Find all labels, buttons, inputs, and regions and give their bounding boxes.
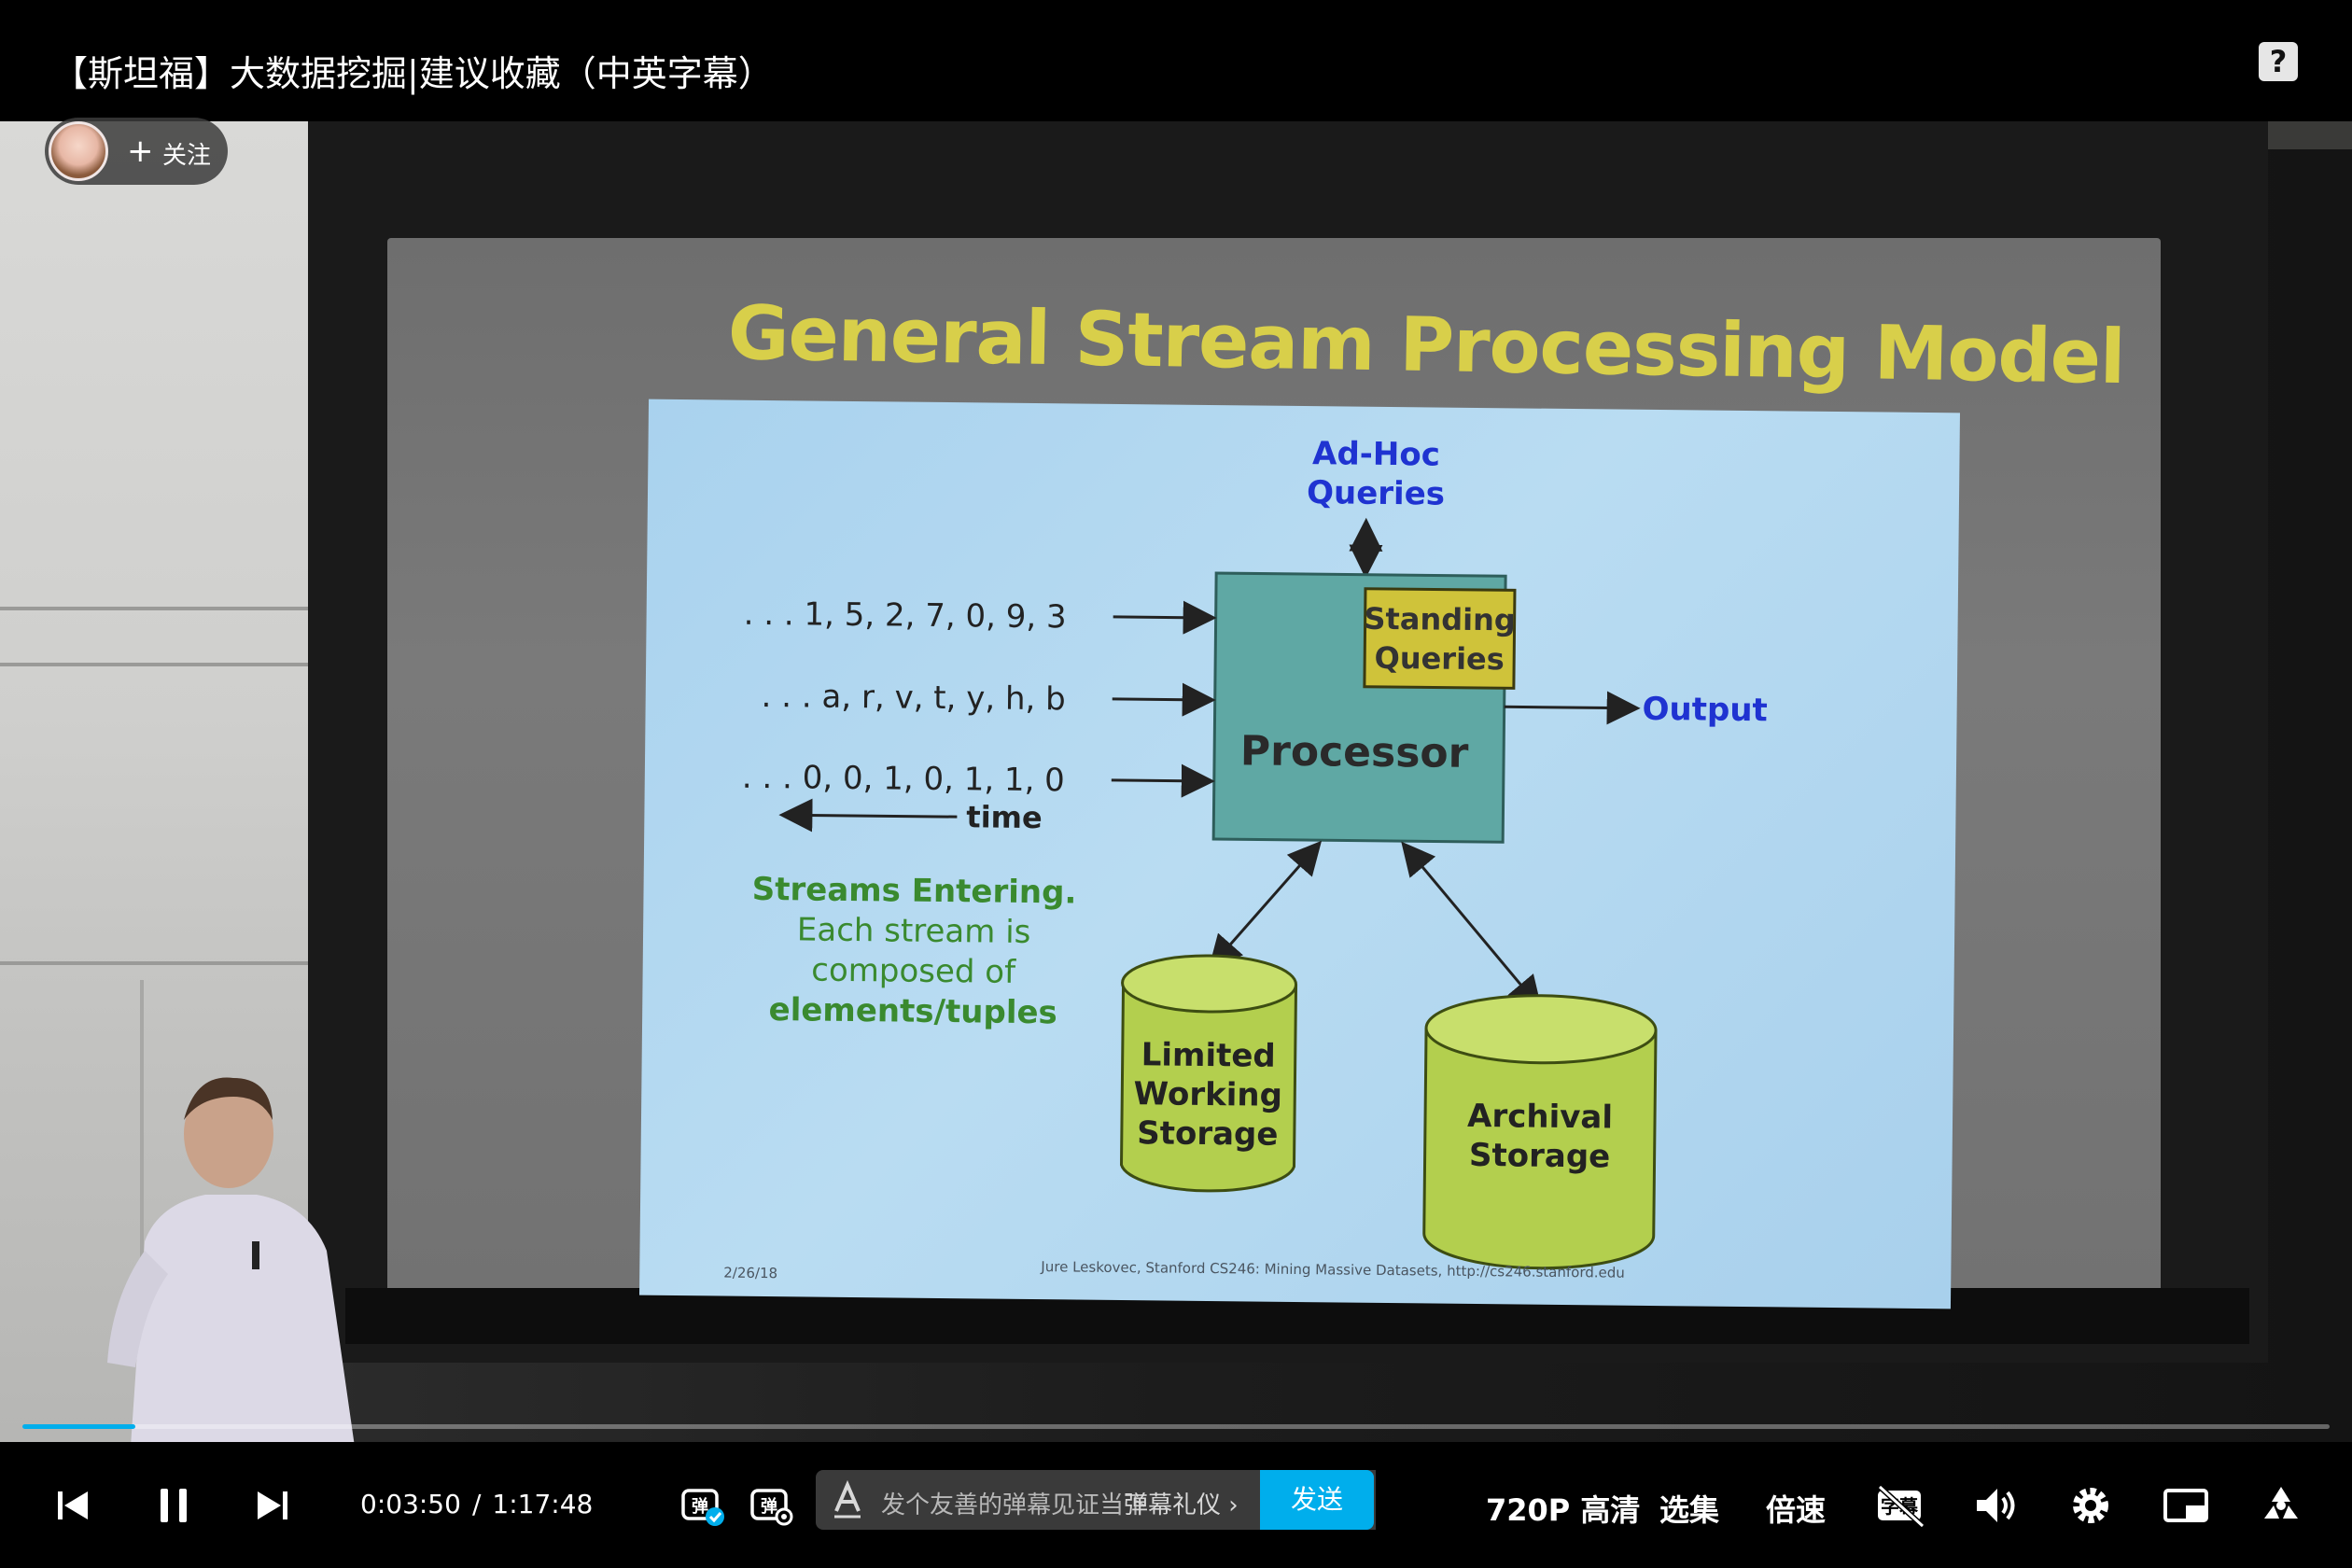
archival-storage-cylinder bbox=[1422, 994, 1658, 1270]
subtitle-off-icon[interactable]: 字幕 bbox=[1872, 1477, 1928, 1533]
wall-panel-divider bbox=[140, 980, 144, 1409]
stream-arrow-3 bbox=[1111, 763, 1215, 798]
time-separator: / bbox=[471, 1489, 482, 1519]
output-label: Output bbox=[1642, 691, 1768, 729]
danmaku-etiquette-link[interactable]: 弹幕礼仪 › bbox=[1124, 1491, 1239, 1519]
total-time: 1:17:48 bbox=[492, 1489, 594, 1519]
video-title: 【斯坦福】大数据挖掘|建议收藏（中英字幕） bbox=[52, 53, 774, 94]
streams-entering-4: elements/tuples bbox=[768, 991, 1057, 1031]
adhoc-arrow bbox=[1349, 517, 1383, 579]
streams-entering-3: composed of bbox=[811, 952, 1016, 991]
question-icon[interactable]: ? bbox=[2259, 42, 2298, 81]
stream-arrow-2 bbox=[1112, 682, 1216, 717]
limited-label-1: Limited bbox=[1141, 1036, 1275, 1075]
archival-label-2: Storage bbox=[1469, 1137, 1611, 1176]
archival-storage-arrow bbox=[1401, 841, 1543, 1011]
fullscreen-icon[interactable] bbox=[2253, 1477, 2309, 1533]
progress-fill bbox=[22, 1424, 136, 1429]
wall-trim bbox=[0, 663, 322, 666]
follow-label: 关注 bbox=[162, 142, 212, 170]
svg-text:弹: 弹 bbox=[761, 1496, 777, 1517]
standing-label-2: Queries bbox=[1374, 640, 1505, 677]
streams-entering-2: Each stream is bbox=[797, 911, 1031, 951]
archival-label-1: Archival bbox=[1467, 1098, 1613, 1137]
next-icon[interactable] bbox=[245, 1477, 301, 1533]
limited-storage-arrow bbox=[1208, 840, 1323, 970]
limited-label-2: Working bbox=[1133, 1075, 1282, 1114]
danmaku-settings-icon[interactable]: 弹 bbox=[743, 1477, 799, 1533]
limited-label-3: Storage bbox=[1137, 1114, 1279, 1154]
wall-trim bbox=[0, 961, 322, 965]
progress-bar[interactable] bbox=[22, 1424, 2330, 1429]
video-frame[interactable]: General Stream Processing Model Ad-Hoc Q… bbox=[0, 121, 2352, 1442]
volume-icon[interactable] bbox=[1967, 1477, 2023, 1533]
stream-arrow-1 bbox=[1113, 600, 1217, 635]
svg-text:弹: 弹 bbox=[692, 1496, 708, 1517]
slide-date: 2/26/18 bbox=[723, 1265, 777, 1282]
follow-button[interactable]: + 关注 bbox=[45, 118, 228, 185]
pause-icon[interactable] bbox=[146, 1477, 202, 1533]
title-bar: 【斯坦福】大数据挖掘|建议收藏（中英字幕） ? bbox=[0, 0, 2352, 121]
time-label: time bbox=[966, 799, 1043, 835]
danmaku-toggle-icon[interactable]: 弹 bbox=[674, 1477, 730, 1533]
adhoc-label-2: Queries bbox=[1307, 474, 1445, 513]
standing-queries-box bbox=[1363, 587, 1517, 690]
speed-button[interactable]: 倍速 bbox=[1766, 1492, 1827, 1528]
quality-selector[interactable]: 720P 高清 bbox=[1486, 1492, 1641, 1528]
limited-storage-cylinder bbox=[1119, 954, 1298, 1193]
picture-in-picture-icon[interactable] bbox=[2158, 1477, 2214, 1533]
stream-model-diagram: Ad-Hoc Queries Standing Queries Processo… bbox=[639, 399, 1960, 1309]
time-arrow bbox=[778, 798, 958, 833]
gear-icon[interactable] bbox=[2063, 1477, 2119, 1533]
stream-letters: . . . a, r, v, t, y, h, b bbox=[761, 678, 1065, 718]
danmaku-placeholder: 发个友善的弹幕见证当下 bbox=[881, 1491, 1149, 1519]
episodes-button[interactable]: 选集 bbox=[1659, 1492, 1720, 1528]
diagram-canvas: Ad-Hoc Queries Standing Queries Processo… bbox=[723, 435, 1768, 1282]
control-bar: 0:03:50 / 1:17:48 弹 弹 发个友善的弹幕见证当下 弹幕礼仪 › bbox=[0, 1442, 2352, 1568]
plus-icon: + bbox=[127, 133, 154, 170]
current-time: 0:03:50 bbox=[360, 1489, 461, 1519]
stream-numbers: . . . 1, 5, 2, 7, 0, 9, 3 bbox=[743, 595, 1066, 637]
adhoc-label-1: Ad-Hoc bbox=[1312, 435, 1440, 473]
previous-icon[interactable] bbox=[45, 1477, 101, 1533]
time-display: 0:03:50 / 1:17:48 bbox=[355, 1489, 598, 1519]
stream-bits: . . . 0, 0, 1, 0, 1, 1, 0 bbox=[742, 759, 1065, 800]
processor-label: Processor bbox=[1240, 727, 1469, 777]
presenter-figure bbox=[107, 1077, 355, 1442]
danmaku-style-icon[interactable] bbox=[829, 1479, 866, 1520]
streams-entering-1: Streams Entering. bbox=[752, 871, 1077, 912]
wall-trim bbox=[0, 607, 322, 610]
avatar[interactable] bbox=[49, 121, 108, 181]
send-button[interactable]: 发送 bbox=[1260, 1470, 1374, 1530]
standing-label-1: Standing bbox=[1364, 601, 1516, 638]
